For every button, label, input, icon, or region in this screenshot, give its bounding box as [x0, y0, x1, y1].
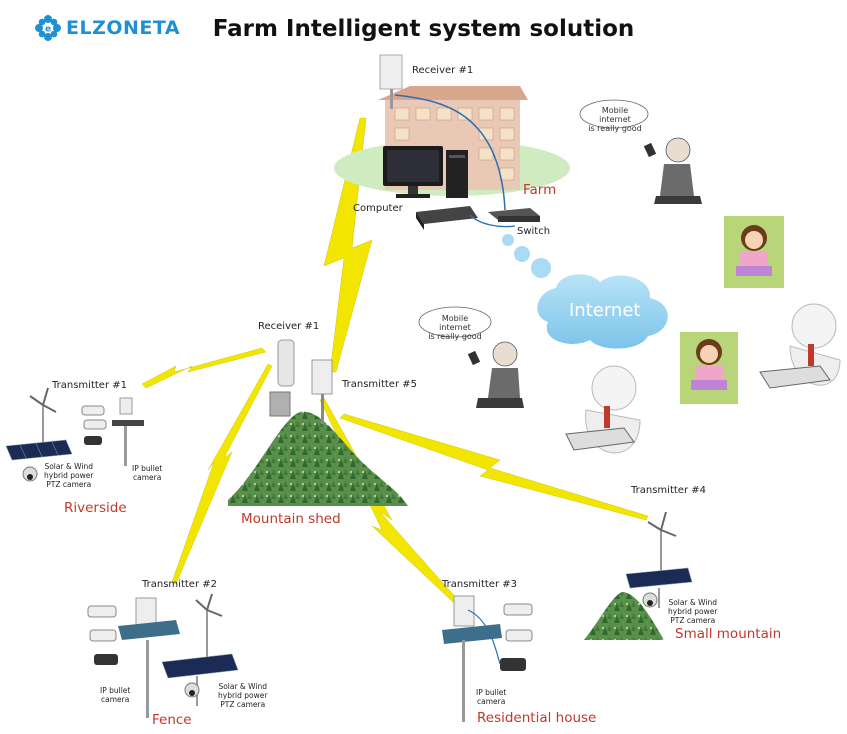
farm-receiver-label: Receiver #1	[412, 65, 474, 76]
small-mountain-label: Small mountain	[675, 626, 782, 642]
site-t4	[584, 511, 693, 640]
page-title: Farm Intelligent system solution	[212, 16, 635, 42]
ptz-camera-icon	[22, 466, 38, 482]
mountain-icon	[228, 411, 408, 506]
solar-panel-icon	[625, 567, 693, 589]
transmitter-2-label: Transmitter #2	[142, 579, 217, 590]
bullet-camera-icon	[81, 405, 107, 445]
riverside-label: Riverside	[64, 500, 127, 516]
switch-icon	[469, 208, 540, 228]
person-icon	[579, 99, 702, 204]
bullet-camera-icon	[87, 605, 118, 665]
solar-panel-icon	[5, 439, 73, 461]
ptz-camera-icon	[184, 682, 200, 698]
mountain-icon	[584, 592, 664, 640]
site-t1	[5, 387, 144, 482]
computer-label: Computer	[353, 203, 403, 214]
solar-panel-icon	[161, 653, 239, 679]
computer-icon	[383, 146, 468, 198]
logo-flower-icon: e	[35, 15, 61, 41]
wind-turbine-icon	[647, 511, 677, 578]
transmitter-1-label: Transmitter #1	[52, 380, 127, 391]
link-r1-t1	[141, 347, 267, 389]
transmitter-3-label: Transmitter #3	[442, 579, 517, 590]
bullet-camera-icon	[500, 603, 533, 671]
link-r1-t2	[171, 363, 273, 585]
figure-tablet-icon	[759, 303, 841, 389]
transmitter-5-label: Transmitter #5	[342, 379, 417, 390]
speech-bubble-middle: Mobile internet is really good	[428, 314, 482, 341]
lightning-icon	[141, 117, 649, 604]
brand-logo: e ELZONETA	[34, 14, 180, 42]
transmitter-4-label: Transmitter #4	[631, 485, 706, 496]
server-icon	[416, 206, 478, 230]
fence-label: Fence	[152, 712, 192, 728]
farm-receiver-antenna	[379, 54, 506, 211]
girl-laptop-icon	[680, 332, 738, 404]
internet-label: Internet	[569, 300, 641, 321]
residential-house-label: Residential house	[477, 710, 597, 726]
girl-laptop-icon	[724, 216, 784, 288]
person-icon	[418, 306, 524, 408]
site-t3	[442, 595, 533, 722]
link-t5-t4	[339, 413, 649, 521]
receiver-1-label: Receiver #1	[258, 321, 320, 332]
speech-bubble-top: Mobile internet is really good	[588, 106, 642, 133]
switch-label: Switch	[517, 226, 551, 237]
wind-turbine-icon	[29, 387, 57, 445]
mountain-shed-label: Mountain shed	[241, 511, 341, 527]
antenna-icon	[269, 339, 333, 424]
svg-text:e: e	[45, 25, 51, 35]
figure-tablet-icon	[565, 365, 641, 454]
cloud-icon	[502, 234, 668, 349]
farm-place-label: Farm	[523, 182, 557, 198]
ptz-camera-icon	[642, 592, 658, 608]
wind-turbine-icon	[195, 593, 223, 665]
brand-name: ELZONETA	[66, 17, 181, 39]
site-t2	[87, 593, 239, 718]
